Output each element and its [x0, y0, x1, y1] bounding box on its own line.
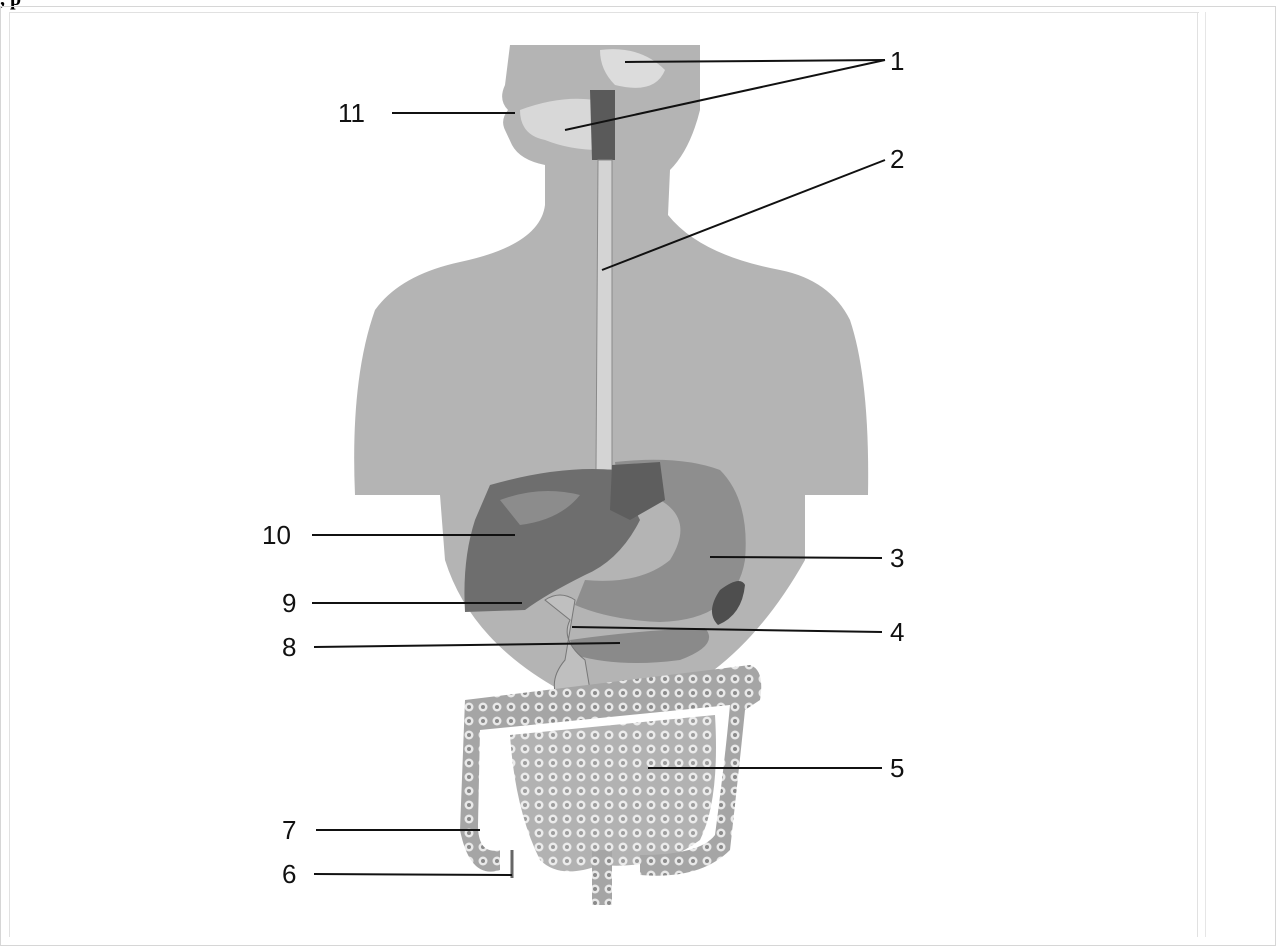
label-6: 6	[282, 859, 296, 889]
label-4: 4	[890, 617, 904, 647]
esophagus	[596, 160, 612, 470]
small-intestine	[510, 715, 716, 871]
label-1: 1	[890, 46, 904, 76]
label-5: 5	[890, 753, 904, 783]
label-2: 2	[890, 144, 904, 174]
label-8: 8	[282, 632, 296, 662]
rectum	[592, 850, 612, 905]
pharynx	[590, 90, 615, 160]
label-10: 10	[262, 520, 291, 550]
label-9: 9	[282, 588, 296, 618]
label-3: 3	[890, 543, 904, 573]
label-7: 7	[282, 815, 296, 845]
leader-line-6	[314, 874, 512, 875]
label-11: 11	[338, 98, 365, 128]
leader-line-3	[710, 557, 882, 558]
